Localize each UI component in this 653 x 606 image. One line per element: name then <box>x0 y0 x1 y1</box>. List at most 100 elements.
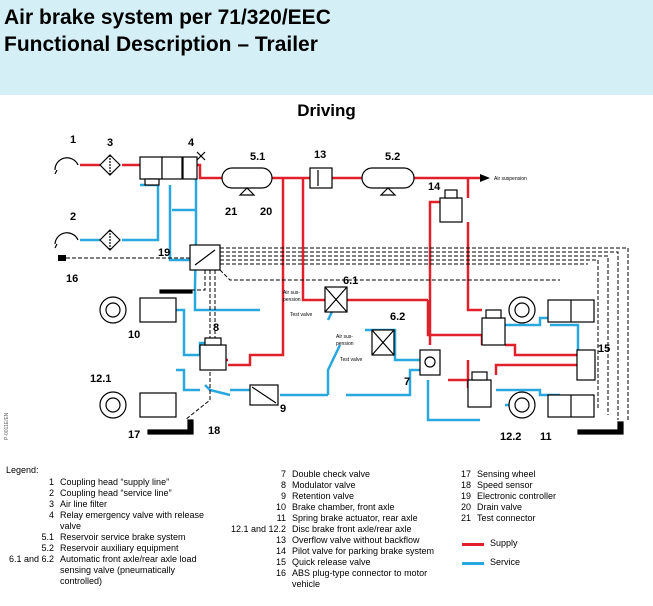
legend-key: 9 <box>280 491 286 501</box>
legend-key: 18 <box>460 480 471 490</box>
legend-key: 20 <box>460 502 471 512</box>
electric-lines <box>60 247 629 421</box>
sensing-wheel-17 <box>147 419 194 435</box>
label-8: 8 <box>213 322 219 334</box>
modulator-valve-rear-bottom <box>467 371 492 408</box>
legend-key: 13 <box>275 535 286 545</box>
legend-key: 14 <box>275 546 286 556</box>
label-10: 10 <box>128 329 140 341</box>
air-suspension-label-2a: Air sus- <box>336 334 353 340</box>
label-1: 1 <box>70 134 76 146</box>
legend-value: Double check valve <box>292 469 371 479</box>
label-21: 21 <box>225 206 237 218</box>
legend-key: 12.1 and 12.2 <box>230 524 286 534</box>
label-4: 4 <box>188 137 195 149</box>
legend-key: 15 <box>275 557 286 567</box>
legend-key: 3 <box>48 499 54 509</box>
legend-value: Drain valve <box>477 502 523 512</box>
label-11: 11 <box>540 431 552 443</box>
retention-valve-9 <box>249 384 279 406</box>
legend-key: 10 <box>275 502 286 512</box>
header-banner: Air brake system per 71/320/EEC Function… <box>0 0 653 95</box>
legend-col1-list: 1 Coupling head “supply line” 2 Coupling… <box>0 477 210 597</box>
legend-value: Brake chamber, front axle <box>292 502 395 512</box>
label-15: 15 <box>598 343 610 355</box>
air-suspension-label-1b: pension <box>283 297 301 303</box>
label-2: 2 <box>70 211 76 223</box>
legend-value: Automatic front axle/rear axle load sens… <box>60 554 197 586</box>
legend-value: ABS plug-type connector to motor vehicle <box>292 568 428 589</box>
disc-brake-12-1 <box>99 391 177 419</box>
abs-connector-16 <box>58 255 66 261</box>
legend-value: Test connector <box>477 513 536 523</box>
supply-lines <box>80 163 577 388</box>
air-suspension-label-1a: Air sus- <box>283 290 300 296</box>
label-7: 7 <box>404 376 410 388</box>
legend-key: 16 <box>275 568 286 578</box>
load-sensing-valve-6-1 <box>324 286 348 313</box>
legend-key: 21 <box>460 513 471 523</box>
coupling-head-2 <box>54 232 79 249</box>
small-annotations: Air suspension Air sus- pension Test val… <box>283 176 527 363</box>
label-13: 13 <box>314 149 326 161</box>
legend-key: 8 <box>280 480 286 490</box>
spring-brake-actuator-top <box>508 296 595 324</box>
label-6-1: 6.1 <box>343 275 358 287</box>
reservoir-5-2 <box>361 167 415 196</box>
legend-key: 4 <box>48 510 54 520</box>
legend-key: 11 <box>276 513 286 523</box>
legend-value: Coupling head “service line” <box>60 488 172 498</box>
service-swatch <box>462 562 484 565</box>
legend-title: Legend: <box>6 465 39 475</box>
spring-brake-actuator-11 <box>508 391 595 419</box>
legend-value: Overflow valve without backflow <box>292 535 420 545</box>
label-16: 16 <box>66 273 78 285</box>
label-12-1: 12.1 <box>90 373 111 385</box>
quick-release-valve-15 <box>576 349 596 381</box>
supply-legend-label: Supply <box>490 538 518 548</box>
label-5-2: 5.2 <box>385 151 400 163</box>
label-14: 14 <box>428 181 441 193</box>
service-lines <box>80 165 587 422</box>
air-line-filter-3a <box>99 154 121 176</box>
label-19: 19 <box>158 247 170 259</box>
modulator-valve-8 <box>199 337 227 371</box>
legend-value: Modulator valve <box>292 480 356 490</box>
air-suspension-label: Air suspension <box>494 176 527 182</box>
electronic-controller-19 <box>189 244 221 271</box>
air-suspension-label-2b: pension <box>336 341 354 347</box>
label-6-2: 6.2 <box>390 311 405 323</box>
brake-chamber-10 <box>99 296 177 324</box>
legend-value: Spring brake actuator, rear axle <box>292 513 418 523</box>
legend-key: 2 <box>48 488 54 498</box>
test-valve-label-2: Test valve <box>340 357 362 363</box>
legend-value: Reservoir service brake system <box>60 532 186 542</box>
legend-value: Sensing wheel <box>477 469 536 479</box>
reservoir-5-1 <box>221 167 273 196</box>
legend-key: 1 <box>48 477 54 487</box>
overflow-valve-13 <box>309 167 333 189</box>
legend-key: 7 <box>280 469 286 479</box>
label-17: 17 <box>128 429 140 441</box>
legend-value: Relay emergency valve with release valve <box>60 510 205 531</box>
load-sensing-valve-6-2 <box>371 329 395 356</box>
component-labels: 1 3 4 5.1 13 5.2 14 2 20 21 19 16 6.1 6.… <box>66 134 610 443</box>
diagram-heading: Driving <box>297 101 356 120</box>
legend-value: Pilot valve for parking brake system <box>292 546 435 556</box>
legend-value: Reservoir auxiliary equipment <box>60 543 179 553</box>
label-20: 20 <box>260 206 272 218</box>
legend-key: 5.2 <box>41 543 54 553</box>
legend-key: 6.1 and 6.2 <box>8 554 54 564</box>
page-title-line1: Air brake system per 71/320/EEC <box>4 6 331 29</box>
label-9: 9 <box>280 403 286 415</box>
sensing-wheel-front-upper <box>159 289 193 294</box>
label-12-2: 12.2 <box>500 431 521 443</box>
legend-value: Retention valve <box>292 491 355 501</box>
coupling-head-1 <box>54 157 79 175</box>
side-code: P-0011E/EN <box>4 412 10 440</box>
legend-value: Air line filter <box>60 499 108 509</box>
brake-system-diagram: 1 3 4 5.1 13 5.2 14 2 20 21 19 16 6.1 6.… <box>4 134 629 443</box>
test-valve-label-1: Test valve <box>290 312 312 318</box>
label-3: 3 <box>107 137 113 149</box>
legend-value: Speed sensor <box>477 480 533 490</box>
